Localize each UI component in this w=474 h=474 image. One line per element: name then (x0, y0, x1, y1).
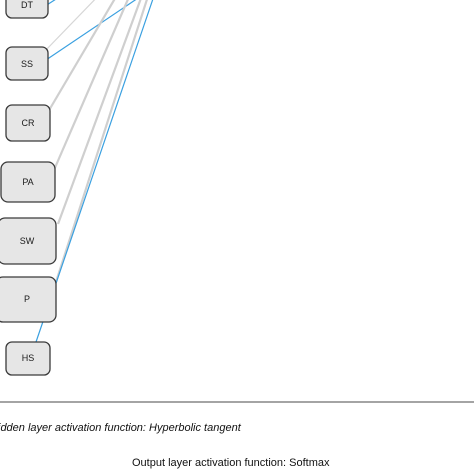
connection-sw (56, 0, 142, 225)
connections (35, 0, 154, 343)
node-label-dt: DT (21, 0, 33, 10)
input-node-hs: HS (5, 341, 51, 376)
node-label-hs: HS (22, 353, 35, 363)
node-label-pa: PA (22, 177, 33, 187)
connection-pa (52, 0, 129, 171)
node-label-cr: CR (22, 118, 35, 128)
input-node-sw: SW (0, 217, 57, 265)
output-layer-activation-caption: Output layer activation function: Softma… (132, 457, 330, 469)
input-node-pa: PA (0, 161, 56, 203)
input-node-cr: CR (5, 104, 51, 142)
input-node-p: P (0, 276, 57, 323)
connection-cr (47, 0, 116, 113)
connection-ss (43, 0, 96, 53)
input-node-dt: DT (5, 0, 49, 19)
connection-ss-blue (45, 0, 137, 61)
node-label-p: P (24, 294, 30, 304)
hidden-layer-activation-caption: idden layer activation function: Hyperbo… (0, 422, 242, 434)
node-label-sw: SW (20, 236, 35, 246)
node-label-ss: SS (21, 59, 33, 69)
connection-p (54, 0, 148, 283)
input-node-ss: SS (5, 46, 49, 81)
